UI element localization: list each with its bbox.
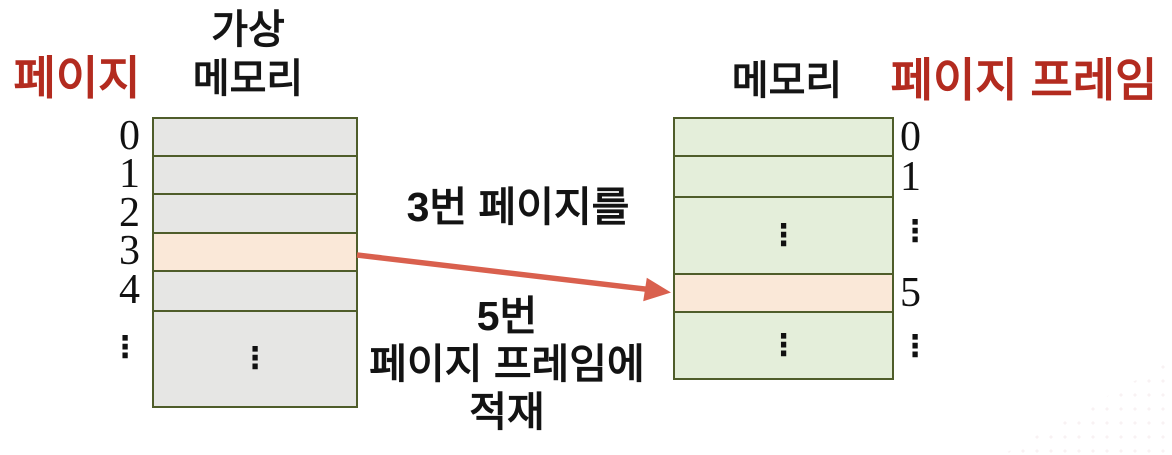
- mem-row-5-highlighted: [675, 275, 892, 313]
- mem-row-1: [675, 157, 892, 198]
- mem-ellipsis-glyph-top: ⋮: [768, 217, 799, 253]
- memory-table: ⋮ ⋮: [673, 117, 894, 380]
- frame-number-1: 1: [900, 153, 921, 200]
- arrow-label-destination-line1: 5번: [476, 293, 538, 339]
- vm-row-1: [154, 157, 356, 195]
- frame-number-ellipsis-bottom: ⋮: [900, 328, 930, 364]
- frame-number-ellipsis-top: ⋮: [900, 213, 930, 249]
- vm-row-3-highlighted: [154, 234, 356, 272]
- mem-row-ellipsis-top: ⋮: [675, 198, 892, 275]
- arrow-label-destination: 5번 페이지 프레임에 적재: [350, 292, 664, 436]
- frame-number-0: 0: [900, 114, 921, 160]
- virtual-memory-title: 가상 메모리: [160, 6, 336, 104]
- page-number-2: 2: [119, 189, 140, 236]
- page-number-3: 3: [119, 228, 140, 274]
- arrow-label-source: 3번 페이지를: [406, 184, 630, 230]
- vm-row-2: [154, 195, 356, 234]
- page-number-0: 0: [119, 113, 140, 159]
- virtual-memory-title-line2: 메모리: [192, 57, 304, 101]
- arrow-label-destination-line3: 적재: [469, 389, 545, 435]
- vm-ellipsis-glyph: ⋮: [240, 341, 270, 376]
- page-axis-label: 페이지: [13, 52, 141, 104]
- vm-row-ellipsis: ⋮: [154, 312, 356, 406]
- frame-number-5: 5: [900, 270, 921, 316]
- page-number-1: 1: [119, 151, 140, 197]
- virtual-memory-title-line1: 가상: [211, 8, 285, 52]
- mem-ellipsis-glyph-bottom: ⋮: [768, 327, 799, 363]
- corner-dot-pattern: [1002, 360, 1172, 455]
- memory-title: 메모리: [731, 59, 843, 103]
- vm-row-4: [154, 272, 356, 312]
- page-number-ellipsis: ⋮: [110, 329, 140, 365]
- arrow-label-destination-line2: 페이지 프레임에: [369, 341, 645, 387]
- mem-row-ellipsis-bottom: ⋮: [675, 313, 892, 378]
- page-number-4: 4: [119, 267, 140, 313]
- virtual-memory-table: ⋮: [152, 117, 358, 408]
- page-frame-axis-label: 페이지 프레임: [890, 54, 1158, 106]
- vm-row-0: [154, 119, 356, 157]
- mem-row-0: [675, 119, 892, 157]
